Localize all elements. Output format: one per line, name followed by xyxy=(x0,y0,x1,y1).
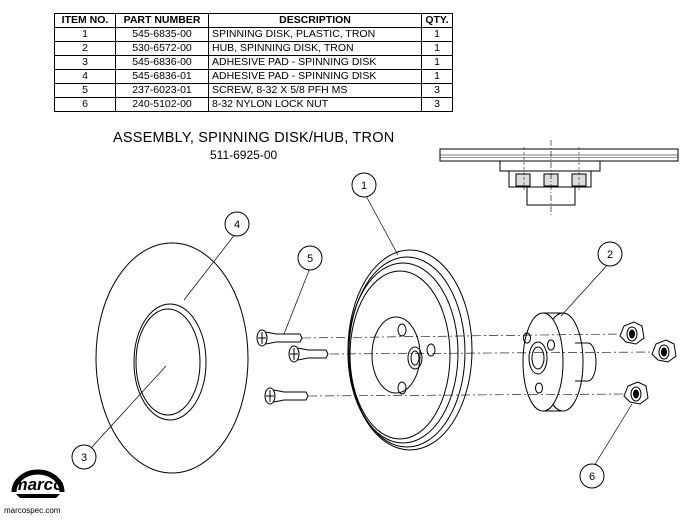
callout-label-6: 6 xyxy=(589,471,595,483)
spinning-disk xyxy=(347,249,473,451)
axis-lines xyxy=(301,333,653,397)
callout-label-2: 2 xyxy=(607,249,613,261)
lock-nut xyxy=(623,381,649,405)
assembly-title: ASSEMBLY, SPINNING DISK/HUB, TRON xyxy=(113,130,395,146)
callout-2 xyxy=(597,241,623,267)
cell-part-number: 240-5102-00 xyxy=(115,97,209,112)
callout-label-5: 5 xyxy=(307,253,313,265)
hub xyxy=(522,312,597,412)
table-row: 4 545-6836-01 ADHESIVE PAD - SPINNING DI… xyxy=(54,69,453,84)
logo-website: marcospec.com xyxy=(4,506,61,515)
callout-6 xyxy=(579,463,605,489)
callout-1 xyxy=(351,172,377,198)
parts-table: ITEM NO. PART NUMBER DESCRIPTION QTY. 1 … xyxy=(54,13,453,112)
callout-leaders xyxy=(90,193,633,467)
cell-description: 8-32 NYLON LOCK NUT xyxy=(208,97,422,112)
marco-logo: marco xyxy=(11,469,65,498)
cell-description: SCREW, 8-32 X 5/8 PFH MS xyxy=(208,83,422,98)
cell-part-number: 545-6836-01 xyxy=(115,69,209,84)
cell-description: ADHESIVE PAD - SPINNING DISK xyxy=(208,69,422,84)
callout-label-3: 3 xyxy=(81,452,87,464)
callout-labels: 1 2 3 4 5 6 xyxy=(81,180,613,483)
callout-5 xyxy=(297,245,323,271)
screw xyxy=(288,345,329,363)
callout-label-4: 4 xyxy=(234,219,240,231)
lock-nut xyxy=(651,339,677,363)
callout-label-1: 1 xyxy=(361,180,367,192)
cell-description: HUB, SPINNING DISK, TRON xyxy=(208,41,422,56)
callout-bubbles xyxy=(71,172,623,489)
screw xyxy=(256,329,303,347)
assembly-part-number: 511-6925-00 xyxy=(210,148,278,162)
screw xyxy=(264,387,309,405)
cell-description: SPINNING DISK, PLASTIC, TRON xyxy=(208,27,422,42)
table-row: 6 240-5102-00 8-32 NYLON LOCK NUT 3 xyxy=(54,97,453,112)
cell-part-number: 545-6836-00 xyxy=(115,55,209,70)
callout-3 xyxy=(71,444,97,470)
adhesive-pad-ring xyxy=(95,242,249,474)
lock-nut xyxy=(619,321,645,345)
side-view-assembly xyxy=(439,140,679,215)
callout-4 xyxy=(224,211,250,237)
logo-wordmark: marco xyxy=(12,475,63,494)
cell-qty: 3 xyxy=(421,97,453,112)
